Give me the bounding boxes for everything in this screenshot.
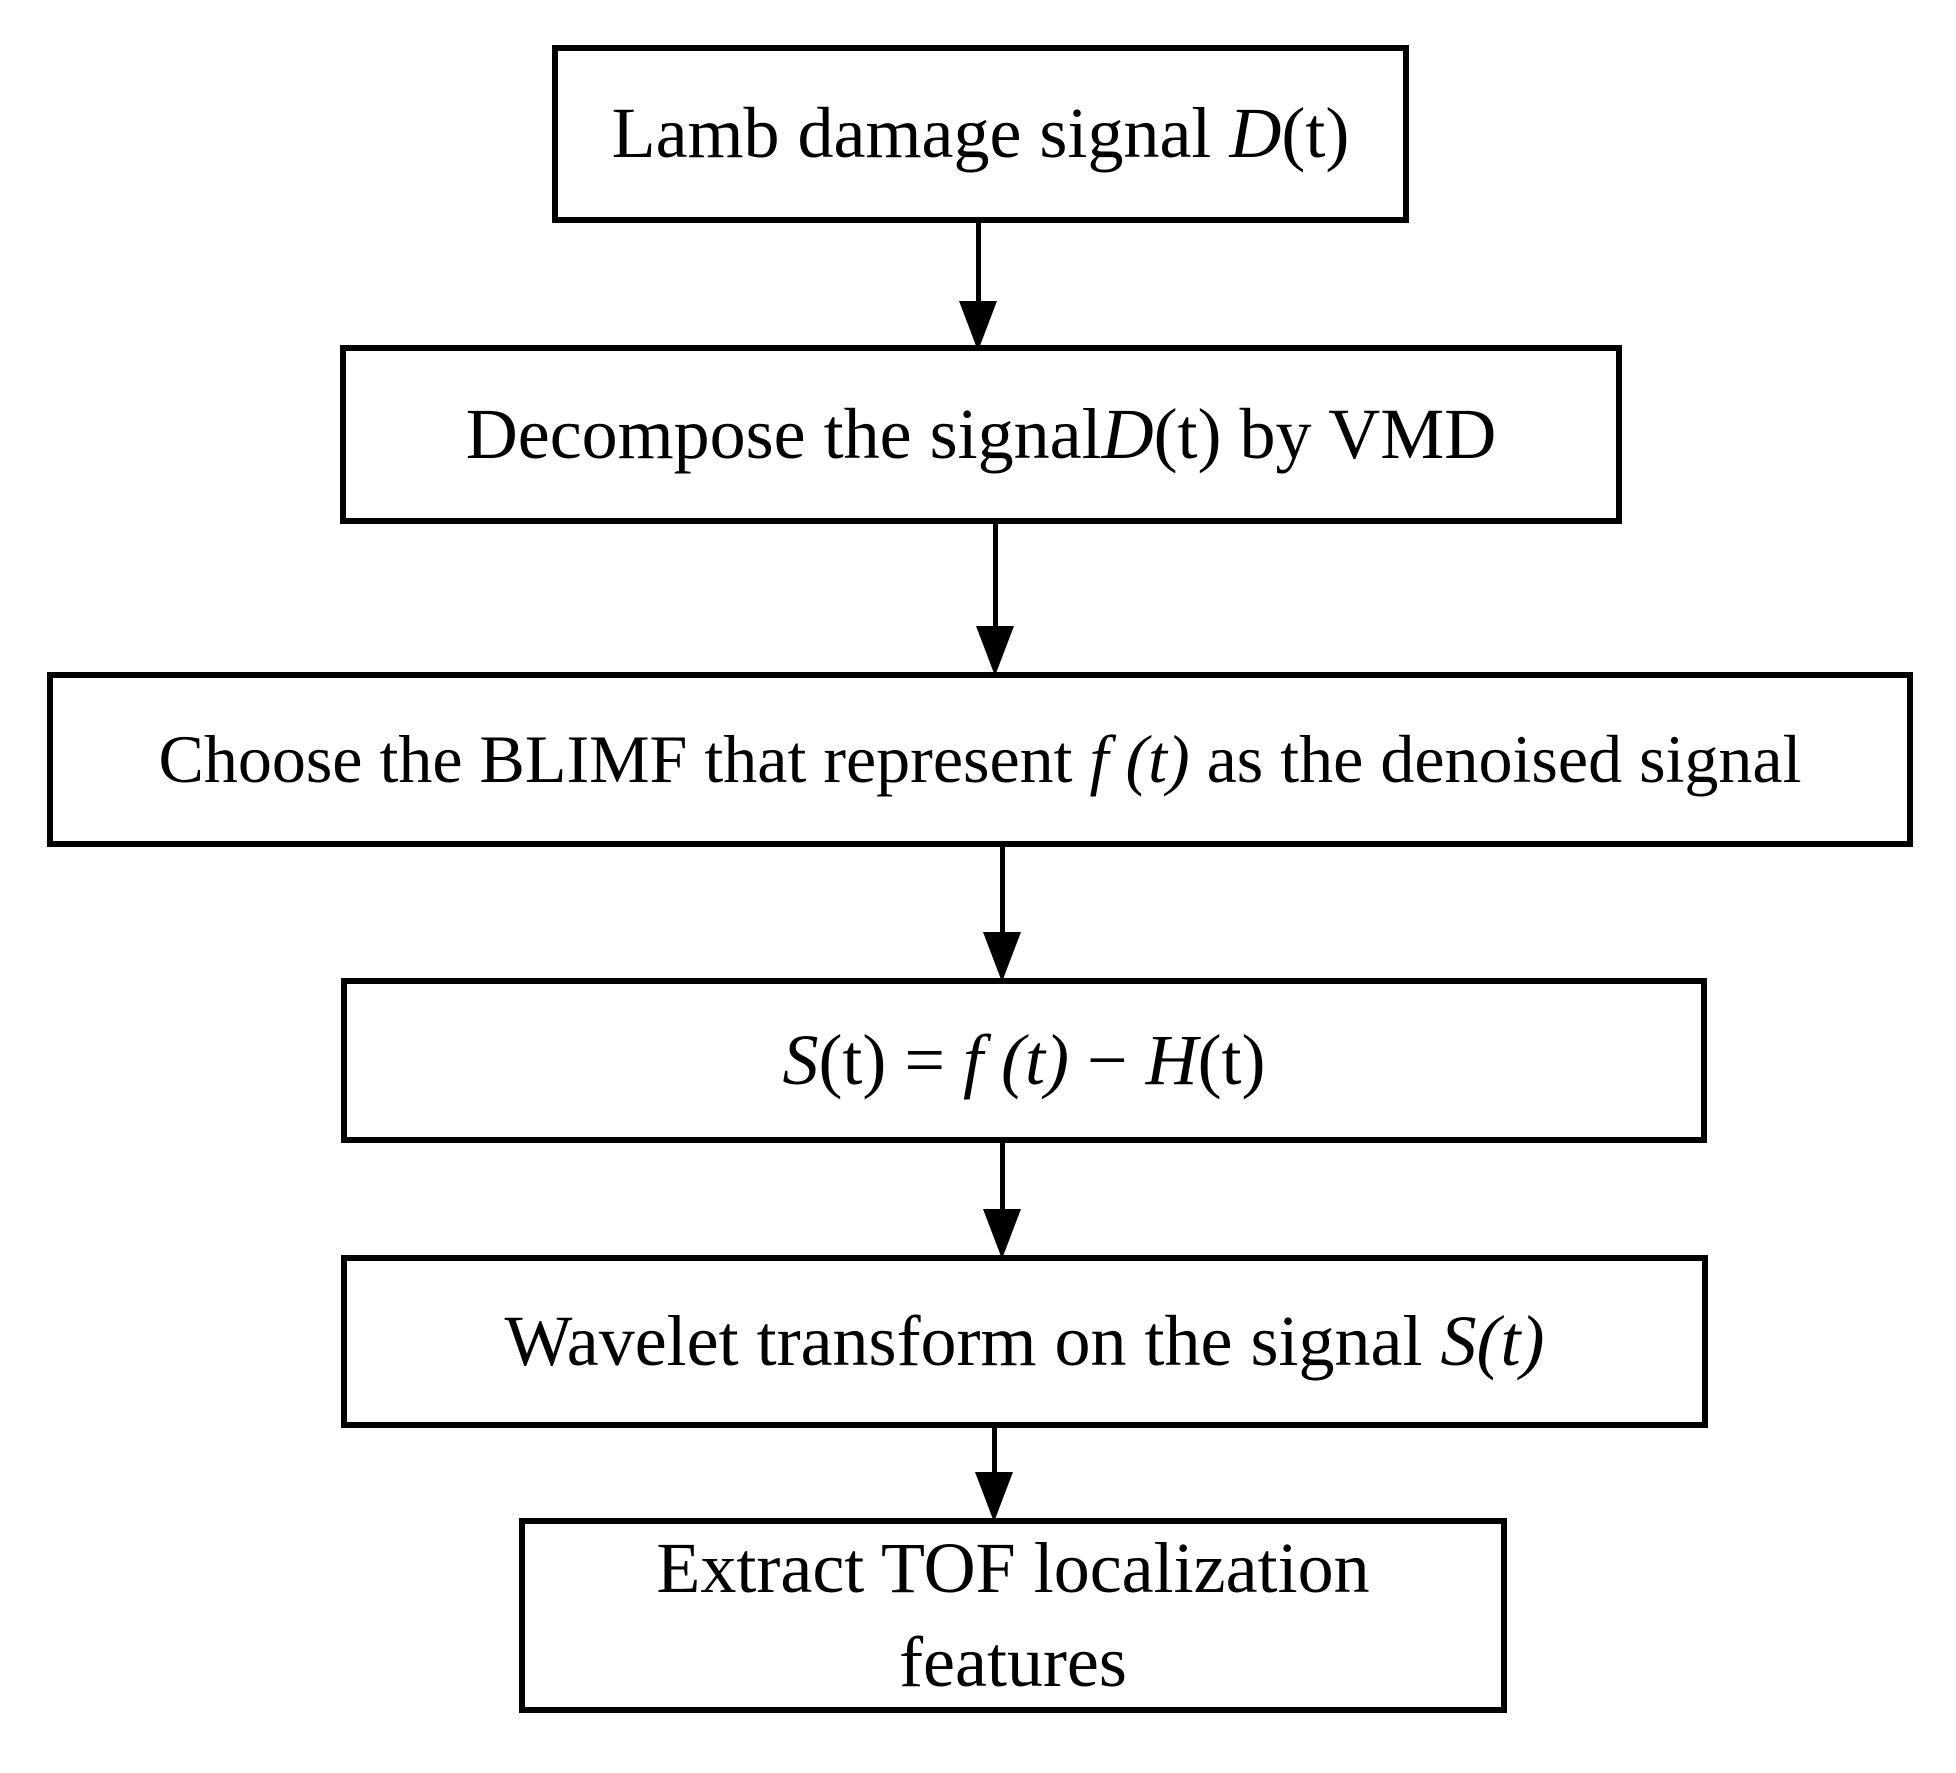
flow-node-lamb-damage-signal: Lamb damage signal D(t) xyxy=(552,45,1409,223)
flow-node-choose-blimf: Choose the BLIMF that represent f (t) as… xyxy=(47,672,1913,847)
node-text-line: Choose the BLIMF that represent f (t) as… xyxy=(158,721,1802,798)
node-text-line: Wavelet transform on the signal S(t) xyxy=(504,1300,1545,1381)
node-text-line: Lamb damage signal D(t) xyxy=(611,93,1350,174)
flow-node-wavelet-transform: Wavelet transform on the signal S(t) xyxy=(341,1255,1708,1428)
flow-node-subtract-equation: S(t) = f (t) − H(t) xyxy=(341,978,1707,1143)
node-text-line: Extract TOF localization xyxy=(656,1527,1370,1608)
node-text-line: S(t) = f (t) − H(t) xyxy=(782,1019,1266,1100)
flow-node-extract-tof-features: Extract TOF localization features xyxy=(519,1518,1507,1713)
node-text-line: Decompose the signalD(t) by VMD xyxy=(465,393,1497,474)
node-text-line: features xyxy=(899,1621,1127,1702)
flow-node-decompose-by-vmd: Decompose the signalD(t) by VMD xyxy=(340,345,1622,524)
